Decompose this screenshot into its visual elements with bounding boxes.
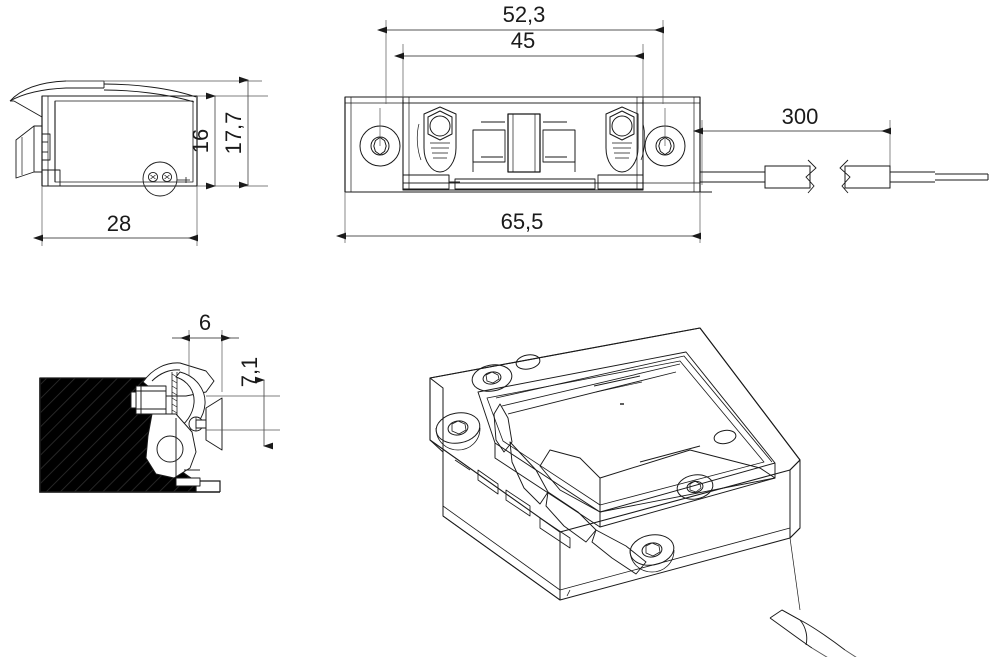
front-view-dimensions: 52,3 45 65,5 300 <box>336 2 891 240</box>
dim-label-7-1: 7,1 <box>237 357 262 388</box>
torx-screw-left <box>359 108 401 167</box>
side-view-dimensions: 16 17,7 28 <box>33 76 249 242</box>
iso-blind-hole-left <box>515 354 541 370</box>
latch-wedge <box>15 125 51 179</box>
hex-bolt-right <box>605 106 646 173</box>
side-view <box>9 80 268 246</box>
center-slot <box>472 113 576 173</box>
dim-label-6: 6 <box>199 310 211 335</box>
iso-torx-screw-top-left <box>471 364 513 392</box>
torx-screw-right <box>644 108 686 167</box>
dim-label-16: 16 <box>188 129 213 153</box>
frame-outline <box>39 378 220 493</box>
iso-cable-outlet <box>769 537 857 657</box>
latch-mechanism <box>130 362 223 487</box>
dim-label-52-3: 52,3 <box>503 2 546 27</box>
screw-boss-two-holes <box>142 161 190 197</box>
iso-blind-hole-right <box>713 429 737 445</box>
section-detail <box>39 330 280 493</box>
iso-side-slots <box>454 459 571 549</box>
iso-keeper-ramp <box>493 403 776 575</box>
dim-label-45: 45 <box>511 28 535 53</box>
hex-bolt-left <box>416 106 457 173</box>
front-view <box>344 20 891 243</box>
iso-view <box>429 327 857 657</box>
dim-label-65-5: 65,5 <box>501 209 544 234</box>
lower-ledge-strips <box>402 174 700 190</box>
faceplate-lip <box>9 80 197 118</box>
dim-label-17-7: 17,7 <box>221 112 246 155</box>
dim-label-300: 300 <box>782 104 819 129</box>
break-symbol <box>805 159 851 194</box>
bottom-step <box>42 169 61 186</box>
iso-torx-screw-mid-left <box>435 412 481 451</box>
frame-step <box>196 480 221 492</box>
iso-torx-screw-right <box>676 474 714 500</box>
cable-assembly <box>700 159 989 194</box>
dim-label-28: 28 <box>107 211 131 236</box>
section-detail-dimensions: 6 7,1 <box>172 310 273 450</box>
iso-bottom-edges <box>442 478 791 597</box>
iso-top-ridge <box>495 355 773 463</box>
